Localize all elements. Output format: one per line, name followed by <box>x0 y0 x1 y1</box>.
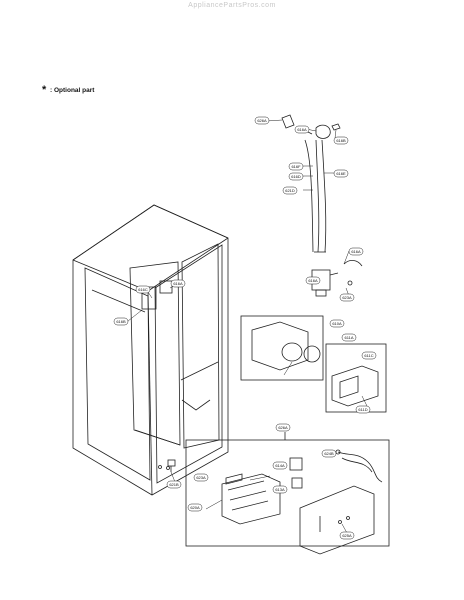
part-number: 621B <box>169 482 179 487</box>
label-613a: 613A <box>272 485 288 494</box>
part-number: 616F <box>291 164 301 169</box>
label-616a-valve-right: 616A <box>348 247 364 256</box>
ice-maker-group <box>185 432 390 555</box>
label-610a: 610A <box>329 319 345 328</box>
water-fitting <box>167 459 176 472</box>
part-number: 621D <box>285 188 295 193</box>
ice-tray-group <box>325 343 387 413</box>
ice-bucket-group <box>240 315 324 381</box>
label-623a-bottom: 623A <box>193 473 209 482</box>
label-626a-bottom: 626A <box>275 423 291 432</box>
part-number: 616A <box>173 281 183 286</box>
part-number: 616A <box>297 127 307 132</box>
part-number: 610A <box>332 321 342 326</box>
part-number: 626A <box>278 425 288 430</box>
label-620a: 620A <box>187 503 203 512</box>
label-616b-cabinet: 616B <box>113 317 129 326</box>
watermark: AppliancePartsPros.com <box>188 2 276 9</box>
label-616a-cabinet: 616A <box>170 279 186 288</box>
label-611a: 611A <box>341 333 357 342</box>
label-616a-valve-left: 616A <box>305 276 321 285</box>
part-number: 616C <box>138 287 148 292</box>
part-number: 613A <box>275 487 285 492</box>
part-number: 624B <box>324 451 334 456</box>
water-valve <box>311 260 363 297</box>
part-number: 616A <box>351 249 361 254</box>
label-611c: 611C <box>361 351 377 360</box>
part-number: 614A <box>275 463 285 468</box>
part-number: 616B <box>336 138 346 143</box>
part-number: 611A <box>344 335 353 340</box>
label-616d: 616D <box>288 172 304 181</box>
part-number: 611D <box>358 407 367 412</box>
label-616a-top: 616A <box>294 125 310 134</box>
part-number: 625A <box>342 533 352 538</box>
part-number: 616E <box>336 171 346 176</box>
part-number: 616D <box>291 174 301 179</box>
part-number: 623A <box>342 295 352 300</box>
part-number: 616B <box>116 319 126 324</box>
label-623a-valve: 623A <box>339 293 355 302</box>
label-625a: 625A <box>339 531 355 540</box>
refrigerator-cabinet <box>72 204 229 496</box>
label-621d: 621D <box>282 186 298 195</box>
part-number: 620A <box>190 505 200 510</box>
label-616c: 616C <box>135 285 151 294</box>
label-616f: 616F <box>288 162 304 171</box>
label-626a-top: 626A <box>254 116 270 125</box>
label-614a: 614A <box>272 461 288 470</box>
optional-part-note: : Optional part <box>50 87 95 94</box>
label-624b: 624B <box>321 449 337 458</box>
label-616e: 616E <box>333 169 349 178</box>
water-tube-assembly <box>281 114 341 253</box>
label-616b-top: 616B <box>333 136 349 145</box>
part-number: 611C <box>364 353 373 358</box>
label-611d: 611D <box>355 405 371 414</box>
optional-part-star: * <box>42 84 47 96</box>
part-number: 616A <box>308 278 318 283</box>
part-number: 623A <box>196 475 206 480</box>
part-labels: 626A 616A 616B 616F 616D 616E 621D 616A … <box>113 116 377 540</box>
label-621b: 621B <box>166 480 182 489</box>
part-number: 626A <box>257 118 267 123</box>
